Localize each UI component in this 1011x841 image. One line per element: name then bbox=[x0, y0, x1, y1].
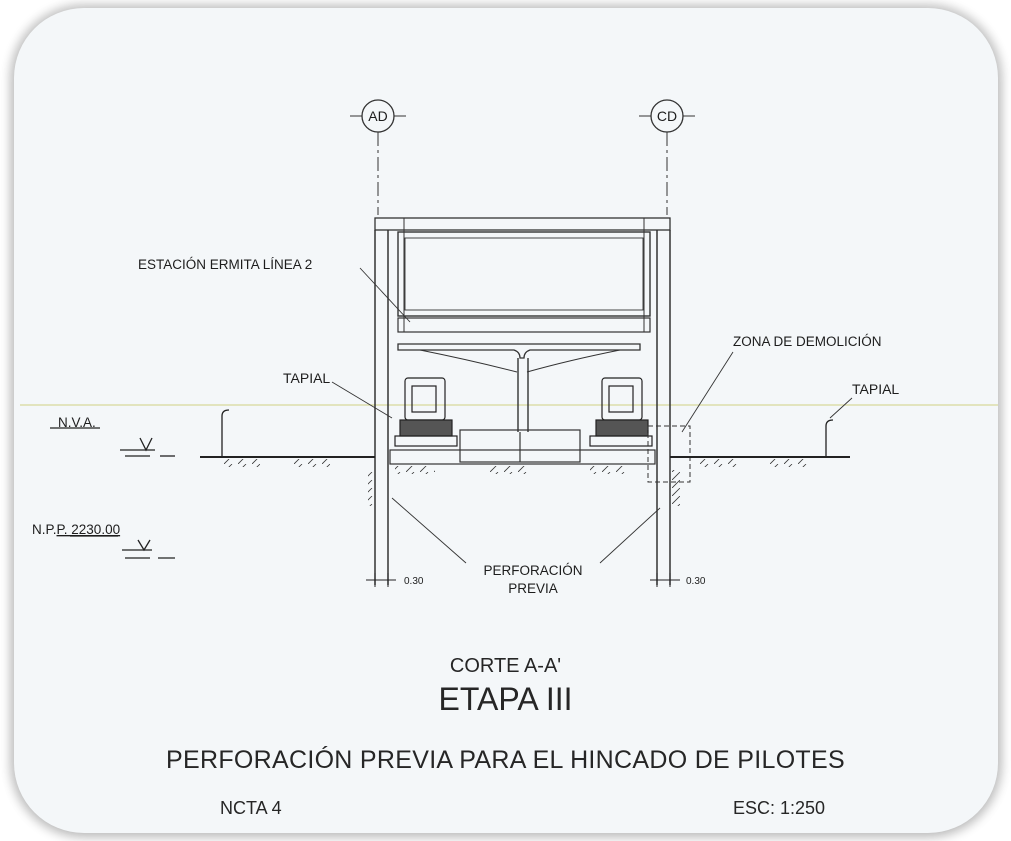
drawing-sheet bbox=[14, 8, 998, 833]
drilling-machine-right bbox=[589, 377, 653, 447]
station-label: ESTACIÓN ERMITA LÍNEA 2 bbox=[138, 257, 312, 272]
section-title: CORTE A-A' bbox=[449, 655, 562, 677]
demolition-zone bbox=[647, 425, 691, 483]
nva-label: N.V.A. bbox=[58, 415, 96, 430]
drawing-subtitle: PERFORACIÓN PREVIA PARA EL HINCADO DE PI… bbox=[166, 746, 845, 774]
dimension-left-value: 0.30 bbox=[404, 576, 424, 587]
ground-slab bbox=[389, 429, 656, 465]
perforacion-label-1: PERFORACIÓN bbox=[483, 563, 582, 578]
tapial-right-label: TAPIAL bbox=[852, 381, 899, 397]
axis-cd: CD bbox=[639, 99, 695, 215]
axis-ad-label: AD bbox=[368, 108, 387, 124]
axis-ad: AD bbox=[350, 99, 406, 215]
tapial-right-fence bbox=[825, 419, 834, 456]
water-level-symbol bbox=[50, 427, 175, 457]
dimension-right bbox=[650, 573, 680, 587]
ground-line bbox=[200, 456, 850, 506]
demolition-label: ZONA DE DEMOLICIÓN bbox=[733, 334, 882, 349]
npp-prefix: N.P. bbox=[32, 522, 57, 537]
npp-level-symbol bbox=[70, 535, 175, 559]
perforacion-label-2: PREVIA bbox=[508, 581, 558, 596]
npp-label: N.P.P. 2230.00 bbox=[32, 522, 120, 537]
leader-lines bbox=[331, 267, 853, 564]
drilling-machine-left bbox=[394, 377, 458, 447]
perimeter-walls bbox=[374, 230, 671, 585]
tapial-left-fence bbox=[221, 409, 230, 456]
tapial-left-label: TAPIAL bbox=[283, 370, 330, 386]
npp-value: P. 2230.00 bbox=[57, 522, 121, 537]
note-label: NCTA 4 bbox=[220, 798, 282, 818]
station-structure bbox=[374, 217, 671, 432]
axis-cd-label: CD bbox=[657, 108, 677, 124]
scale-label: ESC: 1:250 bbox=[733, 798, 826, 818]
dimension-right-value: 0.30 bbox=[686, 576, 706, 587]
dimension-left bbox=[366, 573, 396, 587]
stage-title: ETAPA III bbox=[438, 681, 573, 717]
